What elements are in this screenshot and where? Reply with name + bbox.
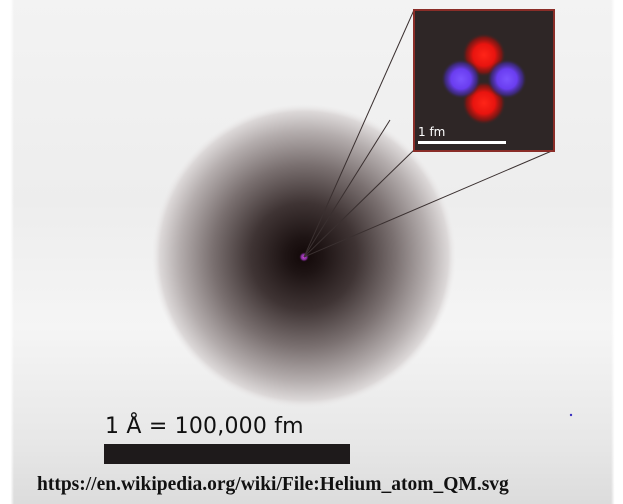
neutron-right xyxy=(487,59,527,99)
right-margin xyxy=(611,0,623,504)
scale-label: 1 Å = 100,000 fm xyxy=(105,414,304,439)
left-margin xyxy=(0,0,14,504)
nucleus-inset xyxy=(413,9,555,152)
zoom-lines xyxy=(303,9,555,258)
source-url: https://en.wikipedia.org/wiki/File:Heliu… xyxy=(37,474,509,495)
neutron-left xyxy=(441,59,481,99)
inset-scale-label: 1 fm xyxy=(418,125,446,139)
speck xyxy=(569,413,573,417)
inset-scale-bar xyxy=(418,141,506,144)
scale-bar xyxy=(104,444,350,464)
